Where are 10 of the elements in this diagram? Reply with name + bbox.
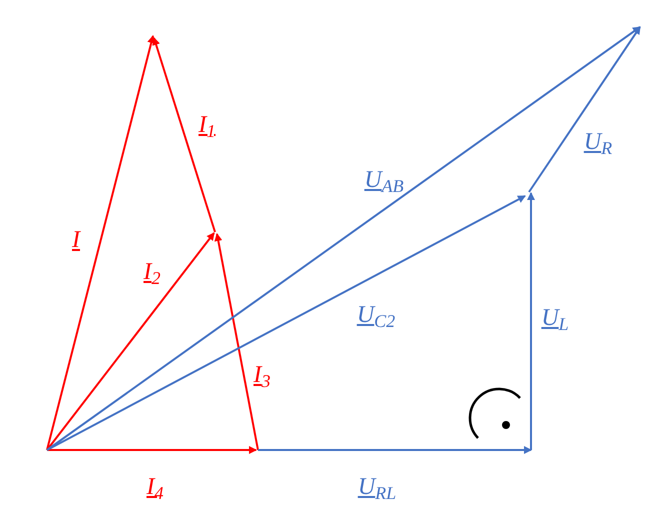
vector-label: I$_{1}$ (198, 113, 216, 137)
vector-label: U$_{L}$ (541, 306, 569, 330)
vector-label: I$_{3}$ (254, 363, 270, 387)
vector-label: U$_{C2}$ (356, 303, 396, 327)
vector-label: I$_{2}$ (144, 260, 160, 284)
vector-label: U$_{R}$ (584, 130, 612, 154)
vector-label: I (72, 228, 80, 252)
vector-label: I$_{4}$ (146, 475, 164, 499)
vector-label: U$_{RL}$ (358, 475, 396, 499)
vector-label: U$_{AB}$ (364, 168, 404, 192)
